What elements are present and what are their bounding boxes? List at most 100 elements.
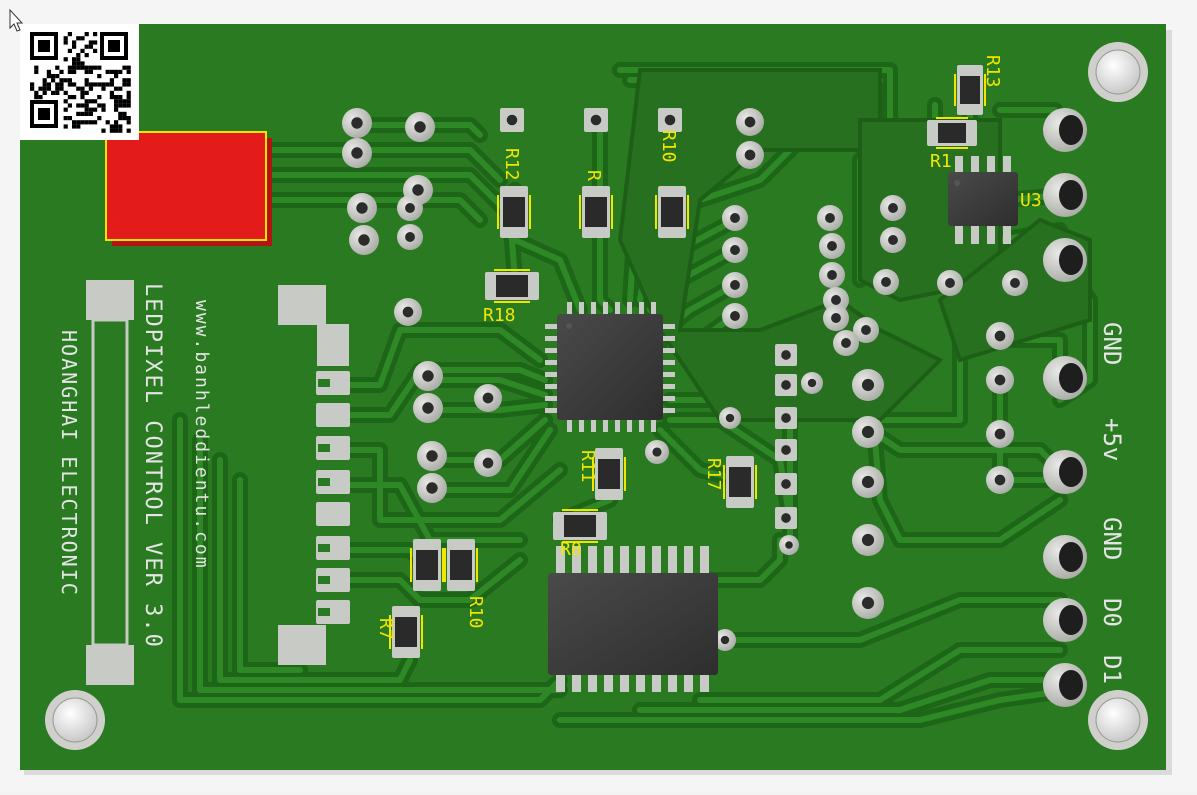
mcu-pin-r-3 [661,360,675,365]
thru-hole-pads [86,108,1087,707]
qr-module [88,120,93,125]
mcu-pin-r-7 [661,408,675,413]
connector-hole-3 [1059,363,1083,393]
ref-r17: R17 [703,458,724,491]
u3-pin-bot-2 [987,222,995,244]
qr-module [76,53,81,58]
qr-module [76,57,81,62]
qr-module [84,82,89,87]
qr-module [67,103,72,108]
mcu-pin-t-7 [651,302,656,316]
connector-hole-7 [1059,670,1083,700]
pad-hole-27 [841,338,851,348]
qr-module [34,90,39,95]
pad-hole-12 [426,450,438,462]
qr-module [126,82,131,87]
qr-module [84,69,89,74]
mcu-pin-t-0 [567,302,572,316]
ic2-pin-bot-7 [668,672,677,692]
pad-hole-40 [861,475,875,489]
qr-module [76,61,81,66]
ref-r11: R11 [577,450,598,483]
smd-pad-row-mark-0 [318,379,330,387]
qr-module [55,86,60,91]
trace-17 [427,427,553,493]
trace-36 [707,537,783,583]
ic2-pin-top-4 [620,546,629,574]
qr-module [59,78,64,83]
connector-hole-5 [1059,542,1083,572]
qr-module [67,82,72,87]
qr-module [109,78,114,83]
qr-module [84,53,89,58]
square-pad-hole-0 [506,114,518,126]
trace-6 [217,457,413,683]
qr-module [105,120,110,125]
qr-module [93,40,98,45]
square-pad-hole-hdr2 [781,413,791,423]
resistor-body-9 [416,550,438,580]
pad-hole-36 [785,541,793,549]
qr-finder-core [38,108,50,120]
trace-8 [327,327,543,388]
qr-module [42,86,47,91]
smd-pad-row-mark-7 [318,608,330,616]
mcu-pin-t-2 [591,302,596,316]
qr-module [42,90,47,95]
qr-module [63,36,68,41]
qr-module [76,111,81,116]
silk-outline-left [91,318,129,647]
mcu-pin-t-5 [627,302,632,316]
smd-pad-row-5 [316,536,350,560]
qr-module [109,124,114,129]
qr-module [122,116,127,121]
qr-module [63,90,68,95]
qr-module [126,103,131,108]
qr-module [93,82,98,87]
qr-module [122,111,127,116]
qr-module [34,65,39,70]
qr-module [93,107,98,112]
qr-module [34,69,39,74]
qr-module [122,99,127,104]
qr-module [76,65,81,70]
ic2-pin-bot-5 [636,672,645,692]
pad-hole-19 [730,280,740,290]
pad-hole-13 [426,482,438,494]
qr-module [80,120,85,125]
mcu-pin-t-6 [639,302,644,316]
connector-hole-6 [1059,605,1083,635]
qr-module [76,120,81,125]
qr-module [118,103,123,108]
square-pad-hole-hdr0 [781,350,791,360]
qr-module [72,57,77,62]
qr-module [80,61,85,66]
qr-module [55,82,60,87]
ic2-pin-bot-4 [620,672,629,692]
ic2-pin-bot-2 [588,672,597,692]
qr-module [114,99,119,104]
qr-module [76,124,81,129]
qr-module [109,69,114,74]
qr-module [93,48,98,53]
qr-module [126,65,131,70]
pad-hole-35 [720,635,730,645]
pad-hole-17 [730,213,740,223]
qr-module [93,99,98,104]
resistor-body-4 [661,197,683,227]
qr-module [109,90,114,95]
square-pad-hole-hdr3 [781,445,791,455]
u3-pin-top-3 [1003,156,1011,178]
square-pad-hole-hdr4 [781,479,791,489]
led-block [105,131,267,241]
connector-hole-1 [1059,180,1083,210]
trace-14 [427,377,548,398]
qr-module [126,116,131,121]
pad-hole-20 [730,311,740,321]
mcu-pin-b-7 [651,418,656,432]
mounting-hole-1 [1095,697,1141,743]
mcu-pin-l-2 [545,348,559,353]
trace-15 [427,402,548,413]
trace-3 [357,122,483,138]
pad-hole-11 [482,392,494,404]
